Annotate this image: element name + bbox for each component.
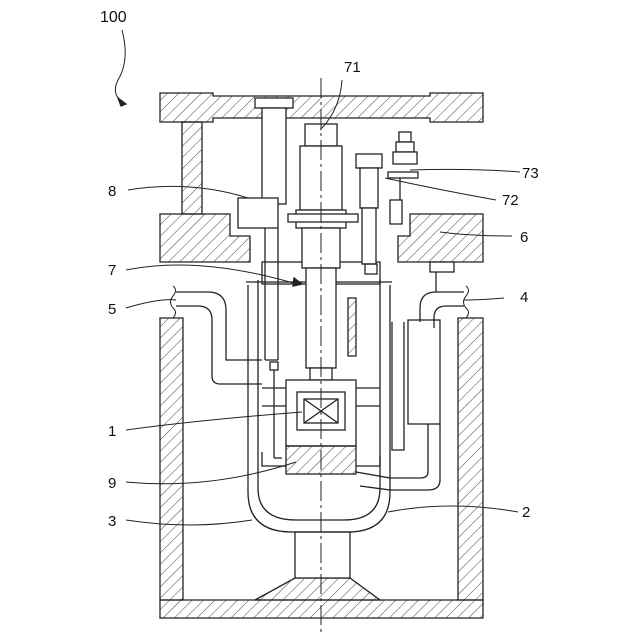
ref-label-4: 4 [520, 290, 528, 305]
ref-label-6: 6 [520, 230, 528, 245]
arrowhead-100 [118, 98, 126, 106]
ref-label-2: 2 [522, 505, 530, 520]
plug-flange [288, 214, 358, 222]
ref-label-3: 3 [108, 514, 116, 529]
ref-label-73: 73 [522, 166, 539, 181]
primary-pipe-left [176, 292, 262, 384]
ref-label-100: 100 [100, 10, 127, 26]
left-column [238, 98, 293, 360]
intermediate-heat-exchanger [392, 320, 440, 450]
ref-label-71: 71 [344, 60, 361, 75]
ref-label-9: 9 [108, 476, 116, 491]
ref-label-5: 5 [108, 302, 116, 317]
fuel-handling-column [356, 154, 382, 274]
vessel-pedestal [295, 532, 350, 578]
ref-label-7: 7 [108, 263, 116, 278]
ref-label-8: 8 [108, 184, 116, 199]
ref-label-72: 72 [502, 193, 519, 208]
ref-label-1: 1 [108, 424, 116, 439]
support-pillar-left [182, 122, 202, 214]
small-drive-device [388, 132, 418, 224]
